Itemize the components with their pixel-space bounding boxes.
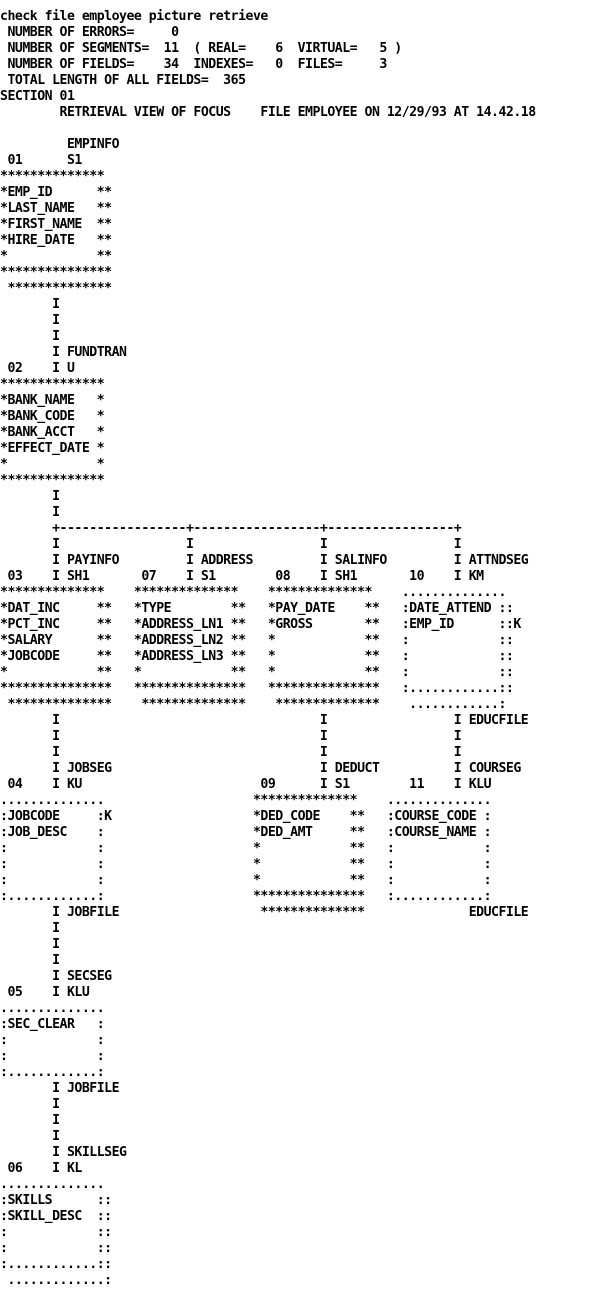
terminal-line: 02 I U — [0, 361, 75, 376]
terminal-line: I JOBSEG I DEDUCT I COURSEG — [0, 761, 521, 776]
terminal-line: I — [0, 1113, 60, 1128]
terminal-line: I — [0, 1129, 60, 1144]
terminal-line: 01 S1 — [0, 153, 82, 168]
terminal-line: I — [0, 313, 60, 328]
terminal-line: ************** — [0, 377, 105, 392]
terminal-line: .............. — [0, 1177, 105, 1192]
terminal-line: *LAST_NAME ** — [0, 201, 112, 216]
terminal-line: :SKILL_DESC :: — [0, 1209, 112, 1224]
terminal-line: I I I EDUCFILE — [0, 713, 529, 728]
terminal-line: I FUNDTRAN — [0, 345, 127, 360]
terminal-line: I SKILLSEG — [0, 1145, 127, 1160]
terminal-line: I I I — [0, 745, 462, 760]
terminal-line: : : * ** : : — [0, 873, 492, 888]
terminal-line: *PCT_INC ** *ADDRESS_LN1 ** *GROSS ** :E… — [0, 617, 521, 632]
terminal-line: I PAYINFO I ADDRESS I SALINFO I ATTNDSEG — [0, 553, 529, 568]
terminal-line: ************** ************** **********… — [0, 585, 506, 600]
terminal-line: .............. ************** ..........… — [0, 793, 492, 808]
terminal-line: I — [0, 937, 60, 952]
terminal-line: :JOB_DESC : *DED_AMT ** :COURSE_NAME : — [0, 825, 492, 840]
terminal-line: EMPINFO — [0, 137, 120, 152]
terminal-line: *SALARY ** *ADDRESS_LN2 ** * ** : :: — [0, 633, 514, 648]
terminal-line: * ** — [0, 249, 112, 264]
terminal-line: : :: — [0, 1225, 112, 1240]
terminal-line: * ** * ** * ** : :: — [0, 665, 514, 680]
terminal-line: +-----------------+-----------------+---… — [0, 521, 462, 536]
terminal-line: I I I — [0, 729, 462, 744]
terminal-line: :............: — [0, 1065, 105, 1080]
terminal-line: *BANK_NAME * — [0, 393, 105, 408]
terminal-line: NUMBER OF ERRORS= 0 — [0, 25, 179, 40]
terminal-line: I — [0, 921, 60, 936]
terminal-line: NUMBER OF FIELDS= 34 INDEXES= 0 FILES= 3 — [0, 57, 387, 72]
terminal-line: I — [0, 953, 60, 968]
terminal-line: : : — [0, 1049, 105, 1064]
terminal-line: I — [0, 489, 60, 504]
terminal-line: I — [0, 505, 60, 520]
terminal-line: ************** — [0, 281, 112, 296]
terminal-line: ************** ************** **********… — [0, 697, 506, 712]
terminal-line: :SKILLS :: — [0, 1193, 112, 1208]
terminal-line: .............: — [0, 1273, 112, 1288]
terminal-line: I SECSEG — [0, 969, 112, 984]
terminal-line: : : * ** : : — [0, 857, 492, 872]
terminal-line: *BANK_ACCT * — [0, 425, 105, 440]
terminal-line: 06 I KL — [0, 1161, 82, 1176]
terminal-line: : : * ** : : — [0, 841, 492, 856]
terminal-line: I I I I — [0, 537, 462, 552]
terminal-line: :............:: — [0, 1257, 112, 1272]
terminal-line: TOTAL LENGTH OF ALL FIELDS= 365 — [0, 73, 246, 88]
terminal-line: *EMP_ID ** — [0, 185, 112, 200]
terminal-line: * * — [0, 457, 105, 472]
terminal-line: SECTION 01 — [0, 89, 75, 104]
terminal-line: I — [0, 1097, 60, 1112]
terminal-line: *BANK_CODE * — [0, 409, 105, 424]
terminal-line: *EFFECT_DATE * — [0, 441, 105, 456]
terminal-line: I JOBFILE — [0, 1081, 120, 1096]
terminal-line: *HIRE_DATE ** — [0, 233, 112, 248]
terminal-line: :SEC_CLEAR : — [0, 1017, 105, 1032]
terminal-line: check file employee picture retrieve — [0, 9, 268, 24]
terminal-line: I — [0, 329, 60, 344]
terminal-line: ************** — [0, 169, 105, 184]
terminal-line: ************** — [0, 473, 105, 488]
terminal-line: *DAT_INC ** *TYPE ** *PAY_DATE ** :DATE_… — [0, 601, 514, 616]
terminal-line: RETRIEVAL VIEW OF FOCUS FILE EMPLOYEE ON… — [0, 105, 537, 120]
terminal-line: 05 I KLU — [0, 985, 90, 1000]
terminal-line: *************** *************** ********… — [0, 681, 514, 696]
terminal-line — [0, 121, 594, 137]
terminal-line: : : — [0, 1033, 105, 1048]
terminal-line: NUMBER OF SEGMENTS= 11 ( REAL= 6 VIRTUAL… — [0, 41, 402, 56]
terminal-line: *************** — [0, 265, 112, 280]
terminal-line: :............: *************** :........… — [0, 889, 492, 904]
terminal-line: I JOBFILE ************** EDUCFILE — [0, 905, 529, 920]
terminal-line: 04 I KU 09 I S1 11 I KLU — [0, 777, 492, 792]
terminal-line: I — [0, 297, 60, 312]
terminal-line: 03 I SH1 07 I S1 08 I SH1 10 I KM — [0, 569, 484, 584]
terminal-line: :JOBCODE :K *DED_CODE ** :COURSE_CODE : — [0, 809, 492, 824]
terminal-line: : :: — [0, 1241, 112, 1256]
terminal-line: .............. — [0, 1001, 105, 1016]
terminal-line: *FIRST_NAME ** — [0, 217, 112, 232]
terminal-line: *JOBCODE ** *ADDRESS_LN3 ** * ** : :: — [0, 649, 514, 664]
